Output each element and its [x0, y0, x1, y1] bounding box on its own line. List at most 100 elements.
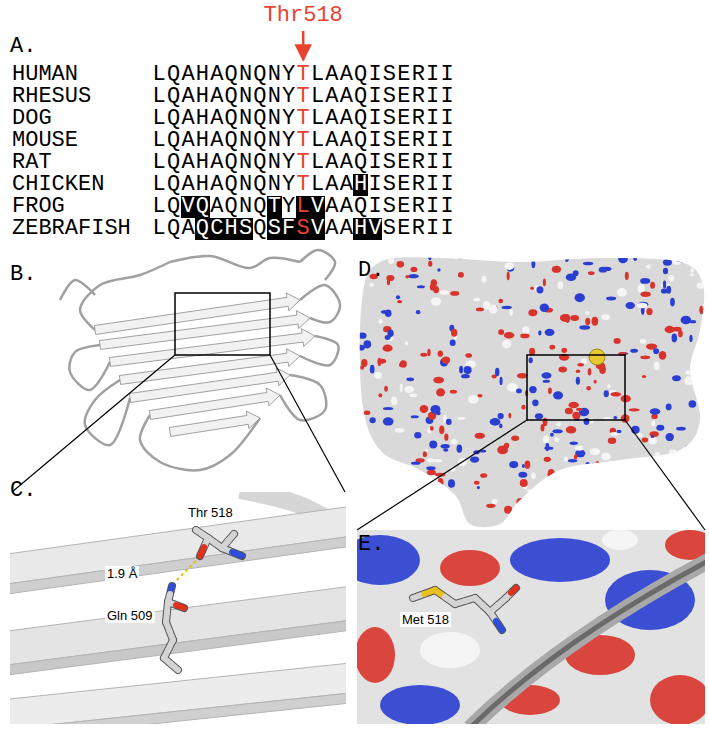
surface-patch [688, 475, 691, 479]
residue: Q [224, 174, 238, 196]
surface-patch [592, 317, 599, 326]
residue: Q [353, 108, 367, 130]
surface-patch [364, 411, 371, 415]
bond-outline [506, 588, 516, 598]
sequence-row: LQAHAQNQNYTLAAQISERII [152, 152, 454, 174]
bond [196, 530, 202, 534]
surface-patch [442, 356, 450, 363]
residue: I [368, 64, 382, 86]
surface-patch [428, 261, 432, 267]
residue: V [368, 218, 382, 240]
surface-patch [509, 309, 513, 316]
surface-patch [530, 286, 534, 289]
residue: A [339, 130, 353, 152]
species-name: RAT [12, 152, 52, 174]
residue: Y [282, 108, 296, 130]
surface-patch [553, 429, 563, 433]
surface-patch [667, 495, 673, 500]
surface-patch [627, 459, 633, 467]
surface-patch [684, 376, 694, 385]
loop [60, 280, 95, 300]
surface-patch [508, 413, 511, 418]
surface-patch [495, 368, 499, 377]
bond [232, 552, 242, 556]
residue: Q [253, 218, 267, 240]
residue: H [195, 86, 209, 108]
residue: A [181, 108, 195, 130]
residue: L [310, 174, 324, 196]
crevice [470, 560, 705, 724]
surface-patch [383, 519, 392, 523]
surface-patch [598, 494, 601, 502]
surface-patch [397, 300, 402, 303]
residue: I [425, 130, 439, 152]
residue: A [210, 108, 224, 130]
surface-patch [453, 256, 458, 259]
residue: E [397, 196, 411, 218]
surface-patch [690, 467, 695, 471]
surface-patch [648, 438, 656, 445]
surface-patch [437, 268, 440, 272]
residue: A [339, 174, 353, 196]
surface-patch [369, 417, 375, 423]
surface-patch [600, 486, 604, 490]
surface-patch [470, 456, 479, 462]
surface-patch [655, 452, 661, 459]
residue: R [411, 86, 425, 108]
sheet-band [10, 585, 346, 666]
residue: L [296, 196, 310, 218]
surface-patch [408, 514, 414, 520]
sequence-row: LQAQCHSQSFSVAAHVSERII [152, 218, 454, 240]
residue: A [181, 64, 195, 86]
surface-patch [428, 253, 431, 260]
surface-patch [386, 275, 394, 281]
surface-patch [385, 335, 391, 340]
surface-patch [541, 372, 551, 378]
surface-patch [630, 349, 638, 353]
surface-patch [680, 479, 690, 485]
residue: Q [353, 86, 367, 108]
surface-patch [685, 370, 693, 375]
residue: Q [224, 152, 238, 174]
surface-patch [497, 445, 508, 454]
residue: T [296, 108, 310, 130]
residue: T [267, 196, 281, 218]
residue: L [152, 174, 166, 196]
surface-patch [585, 311, 589, 315]
surface-patch [654, 362, 660, 371]
residue: A [181, 218, 195, 240]
surface-patch [416, 481, 425, 489]
surface-patch [522, 464, 525, 468]
residue: L [152, 130, 166, 152]
surface-patch [651, 420, 655, 426]
species-name: FROG [12, 196, 65, 218]
residue: T [296, 86, 310, 108]
surface-patch [671, 462, 678, 469]
residue: A [210, 64, 224, 86]
surface-patch [498, 329, 504, 335]
bond-outline [164, 658, 178, 670]
residue: A [325, 108, 339, 130]
residue: T [296, 152, 310, 174]
residue: V [310, 196, 324, 218]
surface-patch [666, 404, 672, 411]
residue: N [238, 196, 252, 218]
surface-patch [595, 487, 599, 492]
residue: E [397, 86, 411, 108]
surface-patch [507, 271, 510, 280]
surface-patch [610, 392, 621, 397]
surface-patch [610, 253, 617, 256]
residue: N [238, 174, 252, 196]
surface-patch [388, 257, 394, 264]
sheet-band [10, 692, 346, 724]
surface-patch [663, 280, 666, 288]
residue: H [195, 152, 209, 174]
residue: I [440, 196, 454, 218]
surface-patch [536, 286, 543, 293]
surface-patch [565, 314, 570, 323]
surface-patch [431, 279, 437, 287]
surface-patch [534, 496, 542, 501]
glutamine-stick [164, 586, 184, 670]
surface-patches [356, 251, 709, 529]
residue: N [267, 130, 281, 152]
